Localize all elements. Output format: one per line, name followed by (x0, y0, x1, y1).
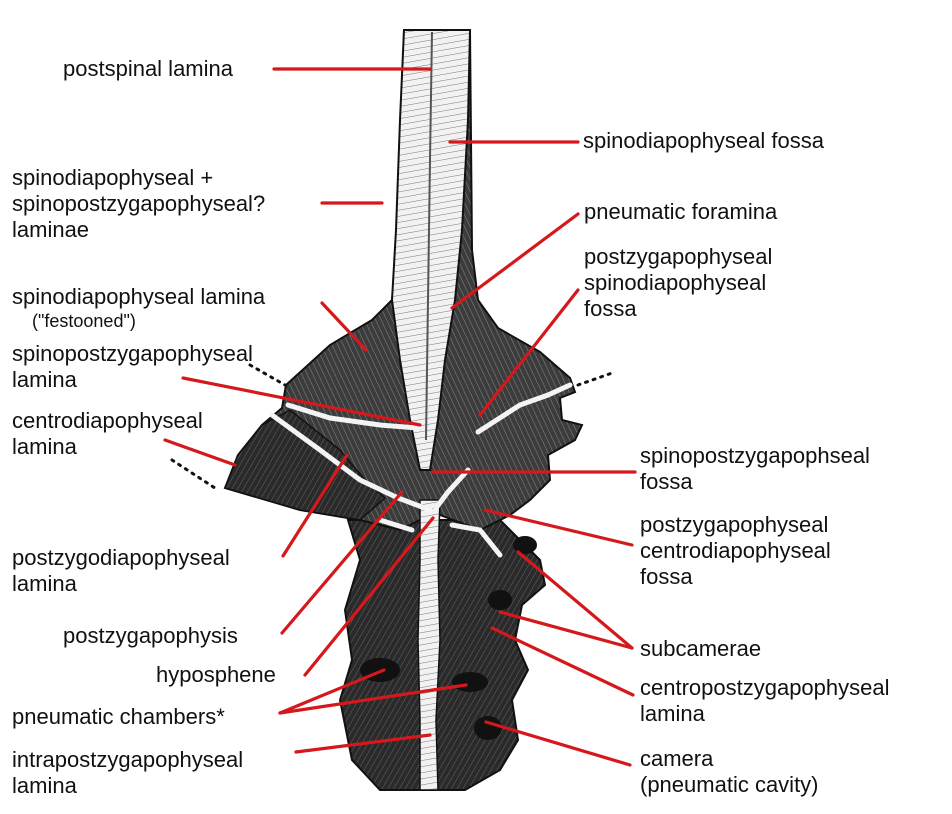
label-spol-fossa: spinopostzygapophseal fossa (640, 443, 870, 494)
label-cdl: centrodiapophyseal lamina (12, 408, 203, 459)
leader-podl (281, 453, 349, 558)
label-subcamerae: subcamerae (640, 636, 762, 661)
label-podl: postzygodiapophyseal lamina (12, 545, 230, 596)
label-pneumatic-foramina: pneumatic foramina (584, 199, 778, 224)
label-postspinal-lamina: postspinal lamina (63, 56, 233, 81)
leader-pneumatic-foramina (450, 212, 580, 310)
neural-spine (390, 29, 472, 471)
label-pneumatic-chambers: pneumatic chambers* (12, 704, 225, 729)
leader-postzygapophysis (280, 490, 404, 635)
label-podl-spdl-fossa: postzygapophyseal spinodiapophyseal foss… (584, 244, 773, 321)
central-lamina (417, 499, 441, 791)
label-festooned-note: ("festooned") (32, 311, 136, 331)
label-spdl-festooned: spinodiapophyseal lamina (12, 284, 266, 309)
left-diapophysis (224, 409, 387, 521)
label-tpol: intrapostzygapophyseal lamina (12, 747, 244, 798)
leader-spol (181, 376, 422, 427)
dotted-guides (170, 363, 617, 492)
white-laminae (269, 382, 573, 558)
label-pocdf: postzygapophyseal centrodiapophyseal fos… (640, 512, 831, 589)
label-hyposphene: hyposphene (156, 662, 276, 687)
centrum-body (338, 519, 547, 791)
leader-camera (484, 720, 632, 767)
leader-cpol (490, 626, 635, 697)
leader-lines (163, 67, 637, 767)
label-spinodiapophyseal-fossa: spinodiapophyseal fossa (583, 128, 824, 153)
leader-tpol (294, 733, 432, 754)
label-spol: spinopostzygapophyseal lamina (12, 341, 253, 392)
leader-pneumatic-chambers-2 (278, 683, 468, 715)
label-cpol: centropostzygapophyseal lamina (640, 675, 890, 726)
leader-hyposphene (303, 516, 435, 677)
leader-pocdf (483, 508, 634, 547)
label-postzygapophysis: postzygapophysis (63, 623, 238, 648)
leader-subcamerae-1 (516, 550, 634, 650)
leader-pneumatic-chambers-1 (278, 668, 386, 715)
leader-subcamerae-2 (498, 610, 634, 650)
leader-cdl (163, 438, 237, 467)
leader-podl-spdl-fossa (478, 288, 580, 417)
spine-groove (425, 31, 433, 441)
label-spdl-spol-laminae: spinodiapophyseal + spinopostzygapophyse… (12, 165, 266, 242)
leader-spdl-festooned (320, 301, 368, 352)
label-camera: camera (pneumatic cavity) (640, 746, 819, 797)
